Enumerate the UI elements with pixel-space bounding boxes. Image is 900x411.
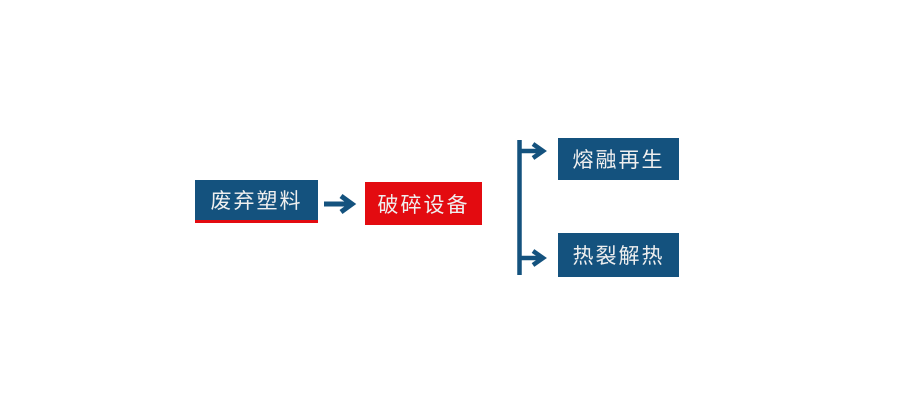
flow-node-process: 破碎设备: [365, 182, 482, 225]
arrow-source-to-process: [324, 193, 358, 217]
flow-node-source: 废弃塑料: [195, 180, 318, 223]
right-arrow-icon: [324, 193, 357, 215]
branch-connector: [515, 138, 549, 279]
flow-node-process-label: 破碎设备: [377, 192, 470, 217]
flow-node-output-top: 熔融再生: [558, 138, 679, 180]
branch-arrows-icon: [517, 140, 547, 275]
flow-node-output-bottom-label: 热裂解热: [572, 244, 665, 268]
flow-node-output-bottom: 热裂解热: [558, 233, 679, 277]
flow-node-source-label: 废弃塑料: [210, 189, 303, 213]
flow-node-output-top-label: 熔融再生: [572, 148, 665, 172]
